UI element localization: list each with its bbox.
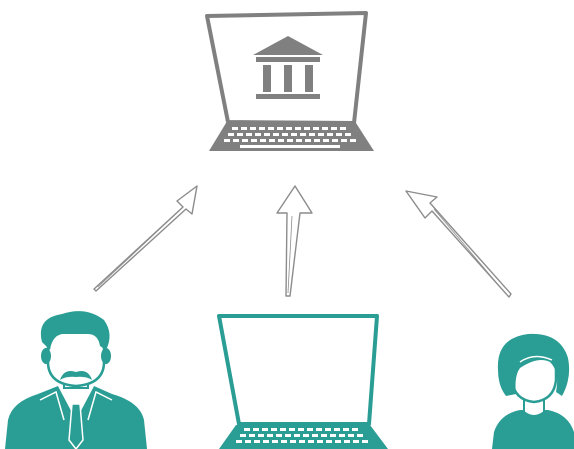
bank-laptop-icon (205, 11, 374, 151)
businessman-shirt (58, 383, 94, 420)
businessman-hair (40, 311, 110, 350)
arrow-center (276, 185, 313, 297)
woman-shoulders (492, 410, 574, 449)
arrow-right (405, 190, 512, 298)
client-laptop-screen (217, 314, 379, 426)
businessman-mustache (60, 371, 92, 380)
woman-icon (492, 333, 574, 449)
client-laptop-keyboard (236, 428, 368, 443)
businessman-suit (5, 386, 147, 449)
arrow-left (93, 185, 198, 292)
bank-laptop-keyboard (224, 127, 356, 148)
bank-building-icon (253, 36, 323, 99)
businessman-tie (68, 403, 84, 449)
woman-hair (497, 333, 570, 396)
businessman-icon (5, 311, 147, 449)
client-laptop-icon (217, 314, 388, 449)
